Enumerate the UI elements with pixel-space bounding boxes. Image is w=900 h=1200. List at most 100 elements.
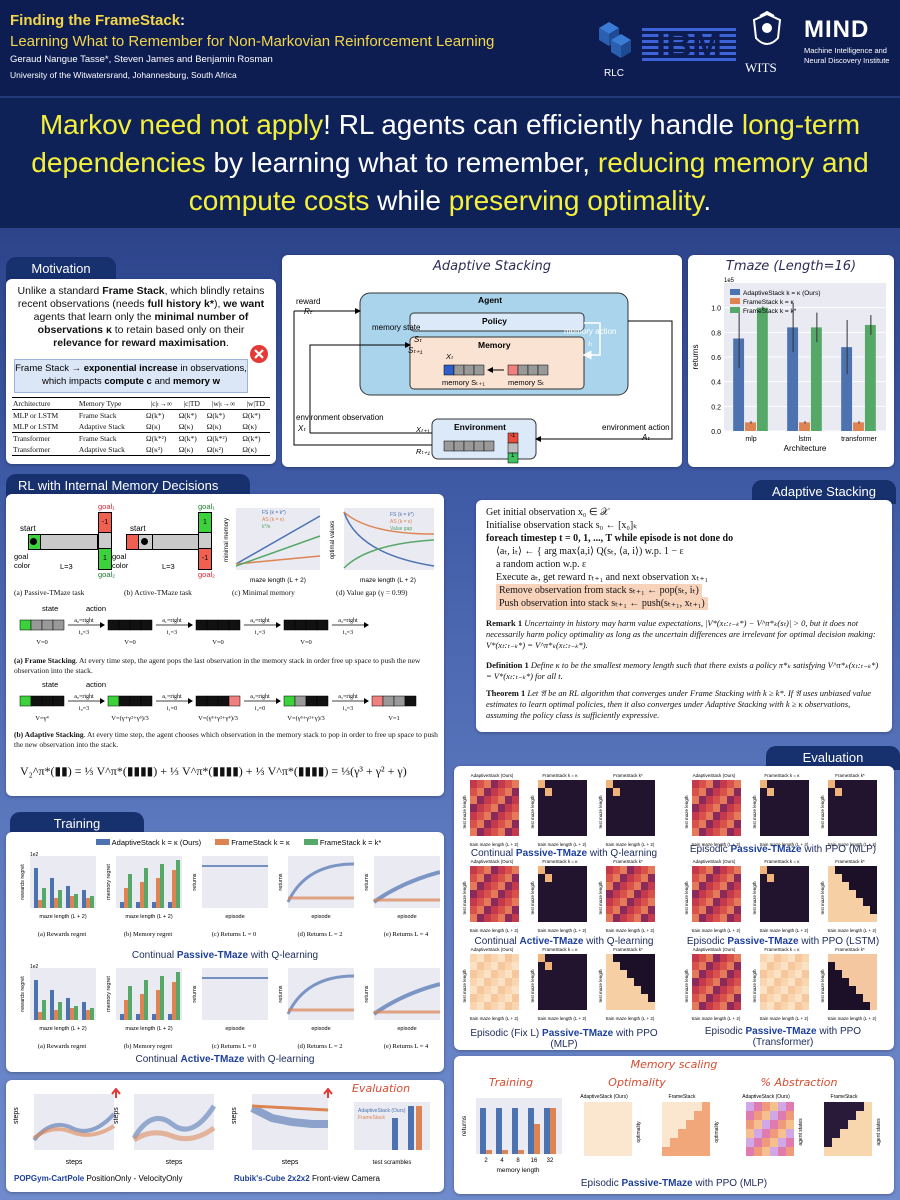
heatmap-cell — [734, 1002, 741, 1010]
heatmap-cell — [620, 986, 627, 994]
heatmap-cell — [832, 1129, 840, 1138]
heatmap-cell — [552, 986, 559, 994]
heatmap-cell — [774, 1002, 781, 1010]
heatmap-cell — [641, 788, 648, 796]
heatmap-cell — [573, 962, 580, 970]
heatmap-cell — [870, 970, 877, 978]
heatmap-cell — [484, 796, 491, 804]
heatmap-cell — [538, 780, 545, 788]
cross-icon — [250, 345, 268, 363]
heatmap-cell — [699, 874, 706, 882]
cap-a: (a) Passive-TMaze task — [14, 588, 85, 597]
heatmap-cell — [870, 796, 877, 804]
heatmap-cell — [835, 954, 842, 962]
heatmap-cell — [566, 970, 573, 978]
value-equation: V₂^π*(▮▮) = ⅓ V^π*(▮▮▮▮) + ⅓ V^π*(▮▮▮▮) … — [20, 764, 407, 778]
stack-cell — [305, 619, 318, 631]
heatmap-cell — [498, 986, 505, 994]
heatmap-cell — [634, 796, 641, 804]
heatmap-cell — [538, 804, 545, 812]
heatmap-cell — [835, 962, 842, 970]
algo-line-highlight: Remove observation from stack sₜ₊₁ ← pop… — [496, 584, 702, 597]
value-gap-plot: maze length (L + 2) optimal values FS (k… — [330, 508, 435, 584]
heatmap-cell — [627, 812, 634, 820]
heatmap-cell — [505, 780, 512, 788]
heatmap-cell — [767, 804, 774, 812]
heatmap-cell — [559, 1002, 566, 1010]
heatmap-cell — [706, 866, 713, 874]
heatmap-cell — [856, 780, 863, 788]
training-curve — [372, 870, 441, 904]
heatmap-cell — [727, 796, 734, 804]
heatmap-cell — [627, 994, 634, 1002]
training-ylabel: memory regret — [106, 864, 112, 900]
heatmap-cell — [788, 882, 795, 890]
heatmap-cell — [470, 812, 477, 820]
reward-label: reward — [296, 297, 321, 306]
heatmap-cell — [760, 986, 767, 994]
heatmap-cell — [580, 874, 587, 882]
training-bar — [70, 1008, 74, 1020]
heatmap-cell — [870, 978, 877, 986]
x-tick-label: 2 — [484, 1158, 488, 1164]
heatmap-cell — [620, 978, 627, 986]
heatmap-cell — [538, 906, 545, 914]
heatmap-cell — [786, 1111, 794, 1120]
heatmap-cell — [720, 914, 727, 922]
heatmap-cell — [648, 866, 655, 874]
stack-cell — [206, 695, 219, 707]
stack-cell — [305, 695, 318, 707]
memory-scaling-caption: Episodic Passive-TMaze with PPO (MLP) — [580, 1178, 768, 1189]
cell-pos-label: 1 — [511, 453, 515, 459]
heatmap-ylabel: test maze length — [598, 969, 603, 1003]
heatmap-cell — [498, 906, 505, 914]
step-action-label: a₃=right — [338, 618, 358, 624]
heatmap-cell — [573, 788, 580, 796]
heatmap-cell — [870, 914, 877, 922]
heatmap-cell — [840, 1102, 848, 1111]
heatmap-cell — [613, 820, 620, 828]
heatmap-cell — [505, 788, 512, 796]
bar — [745, 422, 756, 431]
heatmap-title: FrameStack k = κ — [542, 947, 578, 952]
heatmap-cell — [552, 970, 559, 978]
heatmap-cell — [566, 788, 573, 796]
stack-cell — [107, 619, 120, 631]
heatmap-cell — [678, 1111, 686, 1120]
heatmap-cell — [613, 866, 620, 874]
heatmap-cell — [727, 914, 734, 922]
heatmap-cell — [774, 970, 781, 978]
heatmap-cell — [795, 788, 802, 796]
heatmap-cell — [484, 898, 491, 906]
heatmap-cell — [734, 866, 741, 874]
cell-neg-label: -1 — [510, 433, 516, 439]
algo-line: foreach timestep t = 0, 1, ..., T while … — [486, 533, 734, 544]
heatmap-title: FrameStack k = κ — [764, 773, 800, 778]
training-bar — [70, 896, 74, 908]
stack-cell — [217, 695, 230, 707]
value-label: V=0 — [212, 639, 224, 646]
heatmap-cell — [840, 1138, 848, 1147]
legend-item: FrameStack k = κ — [215, 838, 290, 847]
heatmap-title: FrameStack k* — [835, 859, 865, 864]
heatmap-cell — [849, 820, 856, 828]
heatmap-cell — [795, 882, 802, 890]
heatmap-cell — [828, 812, 835, 820]
training-bar — [74, 1006, 78, 1020]
heatmap-title: FrameStack k = κ — [542, 859, 578, 864]
heatmap-cell — [778, 1129, 786, 1138]
y-axis-label: returns — [691, 345, 700, 370]
heatmap-cell — [678, 1129, 686, 1138]
heatmap-cell — [606, 898, 613, 906]
heatmap-cell — [734, 780, 741, 788]
heatmap-cell — [694, 1147, 702, 1156]
heatmap-cell — [713, 796, 720, 804]
heatmap-cell — [835, 780, 842, 788]
heatmap-cell — [538, 962, 545, 970]
heatmap-cell — [832, 1102, 840, 1111]
heatmap-cell — [505, 890, 512, 898]
heatmap-cell — [702, 1102, 710, 1111]
x-tick-label: mlp — [745, 436, 756, 443]
heatmap-cell — [545, 1002, 552, 1010]
heatmap-cell — [849, 914, 856, 922]
